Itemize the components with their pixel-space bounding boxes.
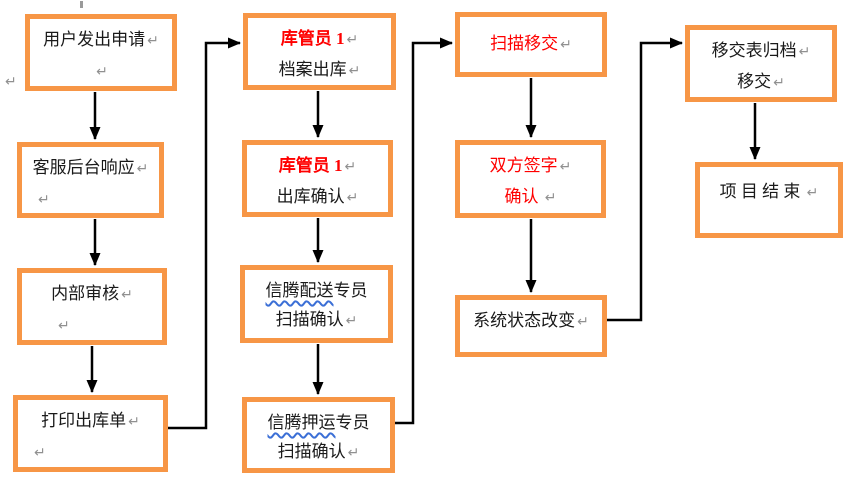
return-mark: ↵ xyxy=(560,37,572,53)
node-text-line: 出库确认↵ xyxy=(277,182,359,213)
node-label: 确认 xyxy=(504,187,543,206)
stray-return-mark: ↵ xyxy=(5,74,17,90)
node-label: 专员 xyxy=(333,281,368,300)
node-role-label: 库管员 1 xyxy=(278,156,343,175)
node-project-end: 项 目 结 束 ↵ xyxy=(695,162,843,238)
node-keeper-out-confirm: 库管员 1↵ 出库确认↵ xyxy=(242,140,393,217)
return-mark: ↵ xyxy=(346,32,359,48)
return-mark: ↵ xyxy=(147,33,159,49)
return-mark: ↵ xyxy=(345,313,358,329)
node-text-line: 扫描确认↵ xyxy=(278,437,360,468)
connector-escort-to-scanhandover xyxy=(395,37,453,425)
return-mark: ↵ xyxy=(806,185,819,201)
return-mark: ↵ xyxy=(773,75,785,91)
node-label: 扫描确认 xyxy=(275,310,344,329)
node-text-line: 扫描移交↵ xyxy=(490,29,572,60)
node-label: 移交表归档 xyxy=(711,41,797,60)
node-text-line: ↵ xyxy=(22,184,50,215)
node-label: 出库确认 xyxy=(276,187,345,206)
return-mark: ↵ xyxy=(347,445,360,461)
node-label: 项 目 结 束 xyxy=(719,182,805,201)
node-text-line: 库管员 1↵ xyxy=(281,24,358,55)
return-mark: ↵ xyxy=(136,161,149,177)
node-text-line: ↵ xyxy=(18,437,46,468)
node-delivery-scan-confirm: 信腾配送专员 扫描确认↵ xyxy=(240,265,393,343)
node-label: 用户发出申请 xyxy=(43,30,146,49)
node-label: 扫描移交 xyxy=(490,34,559,53)
return-mark: ↵ xyxy=(559,159,572,175)
node-escort-scan-confirm: 信腾押运专员 扫描确认↵ xyxy=(242,397,395,473)
node-label: 专员 xyxy=(335,413,370,432)
node-label: 内部审核 xyxy=(51,284,120,303)
node-text-line: 项 目 结 束 ↵ xyxy=(720,177,819,208)
node-text-line: 确认 ↵ xyxy=(505,182,557,213)
node-keeper-archive-out: 库管员 1↵ 档案出库↵ xyxy=(243,13,396,90)
node-handover-form-archive: 移交表归档↵ 移交↵ xyxy=(685,25,837,102)
return-mark: ↵ xyxy=(58,318,70,334)
node-text-line: 档案出库↵ xyxy=(279,55,361,86)
node-label: 扫描确认 xyxy=(277,442,346,461)
connector-systemstatus-to-archiveform xyxy=(607,37,683,322)
node-label-misspelled: 信腾押运 xyxy=(267,413,336,432)
return-mark: ↵ xyxy=(348,63,361,79)
node-text-line: 信腾配送专员 xyxy=(266,276,368,305)
node-label: 档案出库 xyxy=(278,60,347,79)
node-text-line: 打印出库单↵ xyxy=(41,406,140,437)
return-mark: ↵ xyxy=(96,64,108,80)
node-label: 系统状态改变 xyxy=(473,311,576,330)
node-print-outbound-order: 打印出库单↵ ↵ xyxy=(13,395,168,472)
node-label: 打印出库单 xyxy=(41,411,127,430)
node-user-request: 用户发出申请↵ ↵ xyxy=(25,14,177,91)
return-mark: ↵ xyxy=(544,190,557,206)
node-scan-handover: 扫描移交↵ xyxy=(455,12,607,77)
return-mark: ↵ xyxy=(38,192,50,208)
node-text-line: 系统状态改变↵ xyxy=(473,306,589,337)
return-mark: ↵ xyxy=(577,314,589,330)
return-mark: ↵ xyxy=(344,159,357,175)
node-service-response: 客服后台响应↵ ↵ xyxy=(17,142,164,218)
node-text-line: 内部审核↵ xyxy=(51,279,133,310)
node-text-line: 扫描确认↵ xyxy=(276,305,358,336)
node-label-misspelled: 信腾配送 xyxy=(265,281,334,300)
node-text-line: 用户发出申请↵ xyxy=(43,25,159,56)
node-label: 移交 xyxy=(737,72,772,91)
node-both-sign-confirm: 双方签字↵ 确认 ↵ xyxy=(455,140,606,218)
node-internal-review: 内部审核↵ ↵ xyxy=(17,268,167,345)
node-role-label: 库管员 1 xyxy=(280,29,345,48)
node-text-line: 移交↵ xyxy=(737,67,785,98)
node-label: 双方签字 xyxy=(489,156,558,175)
node-text-line: 客服后台响应↵ xyxy=(33,153,149,184)
node-text-line: ↵ xyxy=(22,310,70,341)
node-text-line: 移交表归档↵ xyxy=(712,36,811,67)
node-text-line: 双方签字↵ xyxy=(490,151,572,182)
return-mark: ↵ xyxy=(121,287,133,303)
return-mark: ↵ xyxy=(34,445,46,461)
return-mark: ↵ xyxy=(798,44,811,60)
node-label: 客服后台响应 xyxy=(32,158,135,177)
connector-print-to-archiveout xyxy=(168,37,241,430)
stray-mark xyxy=(80,1,83,8)
return-mark: ↵ xyxy=(346,190,359,206)
node-text-line: 库管员 1↵ xyxy=(279,151,356,182)
node-system-status-change: 系统状态改变↵ xyxy=(455,295,607,357)
node-text-line: 信腾押运专员 xyxy=(268,408,370,437)
return-mark: ↵ xyxy=(128,414,140,430)
node-text-line: ↵ xyxy=(94,56,108,87)
